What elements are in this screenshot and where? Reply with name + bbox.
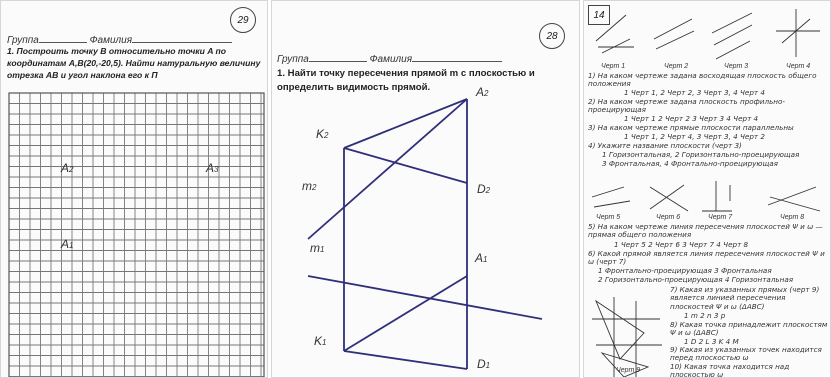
caption-cherth-1: Черт 1 bbox=[601, 63, 626, 70]
question-8: 8) Какая точка принадлежит плоскостям Ψ … bbox=[670, 320, 828, 338]
question-6: 6) Какой прямой является линия пересечен… bbox=[588, 249, 825, 267]
question-5: 5) На каком чертеже линия пересечения пл… bbox=[588, 222, 823, 240]
sheet-number-badge: 29 bbox=[230, 7, 256, 33]
point-label-a1: A1 bbox=[61, 237, 74, 251]
worksheet-grid: 29 Группа Фамилия 1. Построить точку B о… bbox=[0, 0, 268, 378]
task-text: 1. Найти точку пересечения прямой m с пл… bbox=[277, 68, 535, 93]
worksheet-plane-intersection: 28 Группа Фамилия 1. Найти точку пересеч… bbox=[271, 0, 580, 378]
surname-field[interactable] bbox=[132, 34, 233, 43]
question-8-options: 1 D 2 L 3 K 4 M bbox=[684, 337, 739, 346]
worksheet-test: 14 Черт 1 Черт 2 Черт 3 Черт 4 1) На как bbox=[583, 0, 831, 378]
grid-drawing bbox=[8, 92, 265, 377]
question-3-options: 1 Черт 1, 2 Черт 4, 3 Черт 3, 4 Черт 2 bbox=[624, 132, 765, 141]
question-2: 2) На каком чертеже задана плоскость про… bbox=[588, 97, 785, 115]
question-6-options-a: 1 Фронтально-проецирующая 3 Фронтальная bbox=[598, 266, 772, 275]
surname-label: Фамилия bbox=[89, 35, 133, 46]
label-a2: A2 bbox=[476, 85, 489, 99]
caption-cherth-7: Черт 7 bbox=[708, 214, 733, 221]
surname-field[interactable] bbox=[412, 53, 503, 62]
question-1: 1) На каком чертеже задана восходящая пл… bbox=[588, 71, 817, 89]
group-field[interactable] bbox=[38, 34, 87, 43]
label-k1: K1 bbox=[314, 334, 327, 348]
caption-cherth-9: Черт 9 bbox=[616, 367, 641, 374]
question-10: 10) Какая точка находится над плоскостью… bbox=[670, 362, 790, 378]
geometry-drawing bbox=[307, 98, 543, 370]
sheet-number-badge: 28 bbox=[539, 23, 565, 49]
caption-cherth-5: Черт 5 bbox=[596, 214, 621, 221]
group-label: Группа bbox=[7, 35, 39, 46]
label-a1: A1 bbox=[475, 251, 488, 265]
point-label-a3: A3 bbox=[206, 161, 219, 175]
question-3: 3) На каком чертеже прямые плоскости пар… bbox=[588, 123, 794, 132]
test-drawings bbox=[591, 9, 821, 377]
question-7-options: 1 m 2 n 3 p bbox=[684, 311, 726, 320]
caption-cherth-8: Черт 8 bbox=[780, 214, 805, 221]
label-m2: m2 bbox=[302, 179, 317, 193]
surname-label: Фамилия bbox=[369, 54, 413, 65]
label-k2: K2 bbox=[316, 127, 329, 141]
question-1-options: 1 Черт 1, 2 Черт 2, 3 Черт 3, 4 Черт 4 bbox=[624, 88, 765, 97]
sheet-number-badge: 14 bbox=[588, 5, 610, 25]
group-field[interactable] bbox=[308, 53, 367, 62]
caption-cherth-4: Черт 4 bbox=[786, 63, 811, 70]
question-9: 9) Какая из указанных точек находится пе… bbox=[670, 345, 822, 363]
label-m1: m1 bbox=[310, 241, 325, 255]
question-4-options-a: 1 Горизонтальная, 2 Горизонтально-проеци… bbox=[602, 150, 800, 159]
question-5-options: 1 Черт 5 2 Черт 6 3 Черт 7 4 Черт 8 bbox=[614, 240, 749, 249]
label-d2: D2 bbox=[477, 182, 491, 196]
question-2-options: 1 Черт 1 2 Черт 2 3 Черт 3 4 Черт 4 bbox=[624, 114, 759, 123]
header-fields: Группа Фамилия bbox=[277, 53, 503, 65]
label-d1: D1 bbox=[477, 357, 491, 371]
question-7: 7) Какая из указанных прямых (черт 9) яв… bbox=[670, 285, 820, 311]
caption-cherth-2: Черт 2 bbox=[664, 63, 689, 70]
question-6-options-b: 2 Горизонтально-проецирующая 4 Горизонта… bbox=[598, 275, 794, 284]
question-4-options-b: 3 Фронтальная, 4 Фронтально-проецирующая bbox=[602, 159, 778, 168]
header-fields: Группа Фамилия bbox=[7, 34, 233, 46]
task-text: 1. Построить точку B относительно точки … bbox=[7, 46, 261, 80]
point-label-a2: A2 bbox=[61, 161, 74, 175]
question-4: 4) Укажите название плоскости (черт 3) bbox=[588, 141, 742, 150]
caption-cherth-3: Черт 3 bbox=[724, 63, 749, 70]
group-label: Группа bbox=[277, 54, 309, 65]
caption-cherth-6: Черт 6 bbox=[656, 214, 681, 221]
